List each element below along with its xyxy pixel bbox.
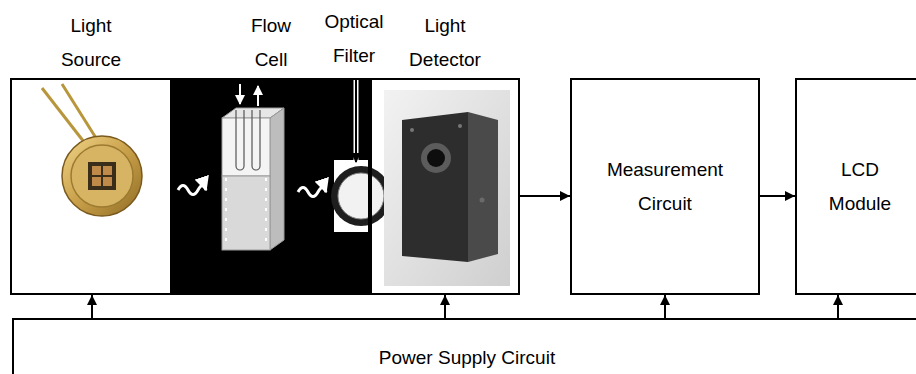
signal-arrow <box>664 295 666 318</box>
text-holder: Power Supply Circuit <box>14 320 916 374</box>
part-label-holder: Optical Filter <box>312 5 396 73</box>
signal-arrow <box>91 295 93 318</box>
detector-box: Light Detector <box>370 78 520 295</box>
signal-arrow <box>444 295 446 318</box>
flow-out-arrow <box>257 86 259 106</box>
led-cap <box>71 145 133 207</box>
signal-arrow <box>520 195 570 197</box>
box-label: Measurement Circuit <box>607 153 723 221</box>
camera-side <box>468 112 498 262</box>
lens-ring <box>421 143 451 173</box>
flow-in-arrow <box>239 84 241 104</box>
box-label: Power Supply Circuit <box>379 341 555 374</box>
box-heading: Flow Cell <box>251 9 291 77</box>
screw <box>458 124 462 128</box>
cell-side <box>270 108 284 250</box>
text-holder: LCD Module <box>797 80 916 293</box>
led-chip <box>103 177 112 186</box>
supply-box: Power Supply Circuit <box>12 318 916 374</box>
cell-channel <box>236 110 260 166</box>
text-holder: Light Detector <box>372 9 518 77</box>
lens <box>427 149 445 167</box>
screw <box>410 128 414 132</box>
led-chip <box>103 166 112 175</box>
cell-upper <box>222 118 270 176</box>
cell-dots <box>265 178 267 248</box>
flow-cell-panel: Flow Cell <box>172 78 370 295</box>
cell-loop <box>236 166 260 170</box>
box-heading: Light Source <box>61 9 121 77</box>
cell-dots <box>225 178 227 248</box>
lead-wire <box>42 88 84 142</box>
process-box: LCD Module <box>795 78 916 295</box>
filter-ring <box>331 166 391 226</box>
leader-halo <box>354 80 359 162</box>
led-can <box>62 136 142 216</box>
led-chip <box>92 177 101 186</box>
box-heading: Light Detector <box>409 9 481 77</box>
filter-glass <box>338 173 384 219</box>
lead-wire <box>62 84 96 138</box>
screw <box>480 198 485 203</box>
source-box: Light Source <box>10 78 172 295</box>
process-box: Measurement Circuit <box>570 78 760 295</box>
light-ray <box>178 186 206 195</box>
camera-photo <box>384 90 510 286</box>
camera-front <box>402 112 468 262</box>
led-chip <box>92 166 101 175</box>
led-window <box>88 162 116 190</box>
signal-arrow <box>837 295 839 318</box>
text-holder: Light Source <box>12 9 170 77</box>
light-ray <box>298 188 326 197</box>
leader-arrow <box>355 80 357 162</box>
cell-lower <box>222 176 270 250</box>
box-label: LCD Module <box>829 153 891 221</box>
part-label: Optical Filter <box>324 5 383 73</box>
text-holder: Measurement Circuit <box>572 80 758 293</box>
signal-arrow <box>760 195 795 197</box>
